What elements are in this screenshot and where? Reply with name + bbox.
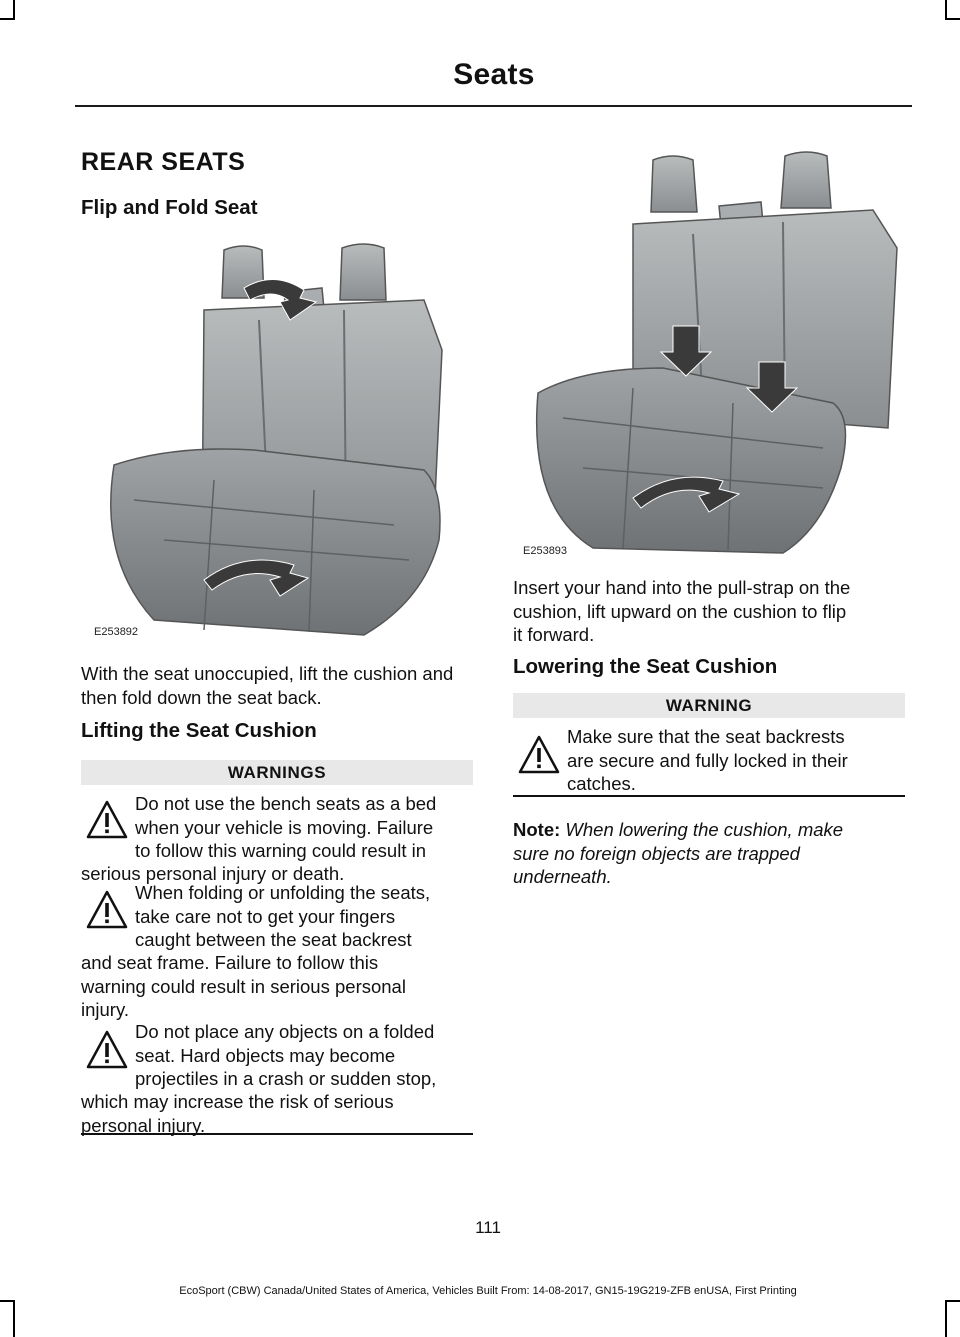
note-text-2: sure no foreign objects are trapped xyxy=(513,842,800,864)
note-label: Note: xyxy=(513,819,561,840)
crop-mark xyxy=(945,18,960,20)
warning-2-head: When folding or unfolding the seats,take… xyxy=(135,882,431,950)
crop-mark xyxy=(0,1300,15,1302)
warning-end-rule xyxy=(513,795,905,797)
subsection-title: Flip and Fold Seat xyxy=(81,196,258,219)
note: Note: When lowering the cushion, make su… xyxy=(513,818,905,889)
lower-heading: Lowering the Seat Cushion xyxy=(513,655,778,678)
warning-1-tail: serious personal injury or death. xyxy=(81,863,345,884)
crop-mark xyxy=(945,0,947,20)
warnings-label: WARNINGS xyxy=(81,760,473,785)
lift-heading: Lifting the Seat Cushion xyxy=(81,719,317,742)
note-text-3: underneath. xyxy=(513,866,612,887)
warning-triangle-icon xyxy=(86,890,128,930)
header-rule xyxy=(75,105,912,107)
crop-mark xyxy=(945,1300,960,1302)
seat-illustration-flip: E253892 xyxy=(94,240,474,640)
warnings-end-rule xyxy=(81,1133,473,1135)
insert-text: Insert your hand into the pull-strap on … xyxy=(513,577,851,645)
warning-triangle-icon xyxy=(518,735,560,775)
section-title: REAR SEATS xyxy=(81,148,246,176)
seat-drawing xyxy=(110,243,443,636)
figure-code: E253892 xyxy=(94,626,139,638)
crop-mark xyxy=(13,1300,15,1337)
warning-triangle-icon xyxy=(86,800,128,840)
warning-label: WARNING xyxy=(513,693,905,718)
crop-mark xyxy=(0,18,15,20)
page-header-title: Seats xyxy=(453,58,535,91)
page-number: 111 xyxy=(475,1218,501,1237)
intro-text: With the seat unoccupied, lift the cushi… xyxy=(81,663,454,708)
note-text-1: When lowering the cushion, make xyxy=(565,819,844,840)
figure-code: E253893 xyxy=(523,545,568,557)
seat-drawing xyxy=(535,151,898,554)
crop-mark xyxy=(13,0,15,20)
warning-triangle-icon xyxy=(86,1030,128,1070)
footer-text: EcoSport (CBW) Canada/United States of A… xyxy=(179,1285,797,1297)
seat-illustration-lower: E253893 xyxy=(523,148,918,558)
crop-mark xyxy=(945,1300,947,1337)
